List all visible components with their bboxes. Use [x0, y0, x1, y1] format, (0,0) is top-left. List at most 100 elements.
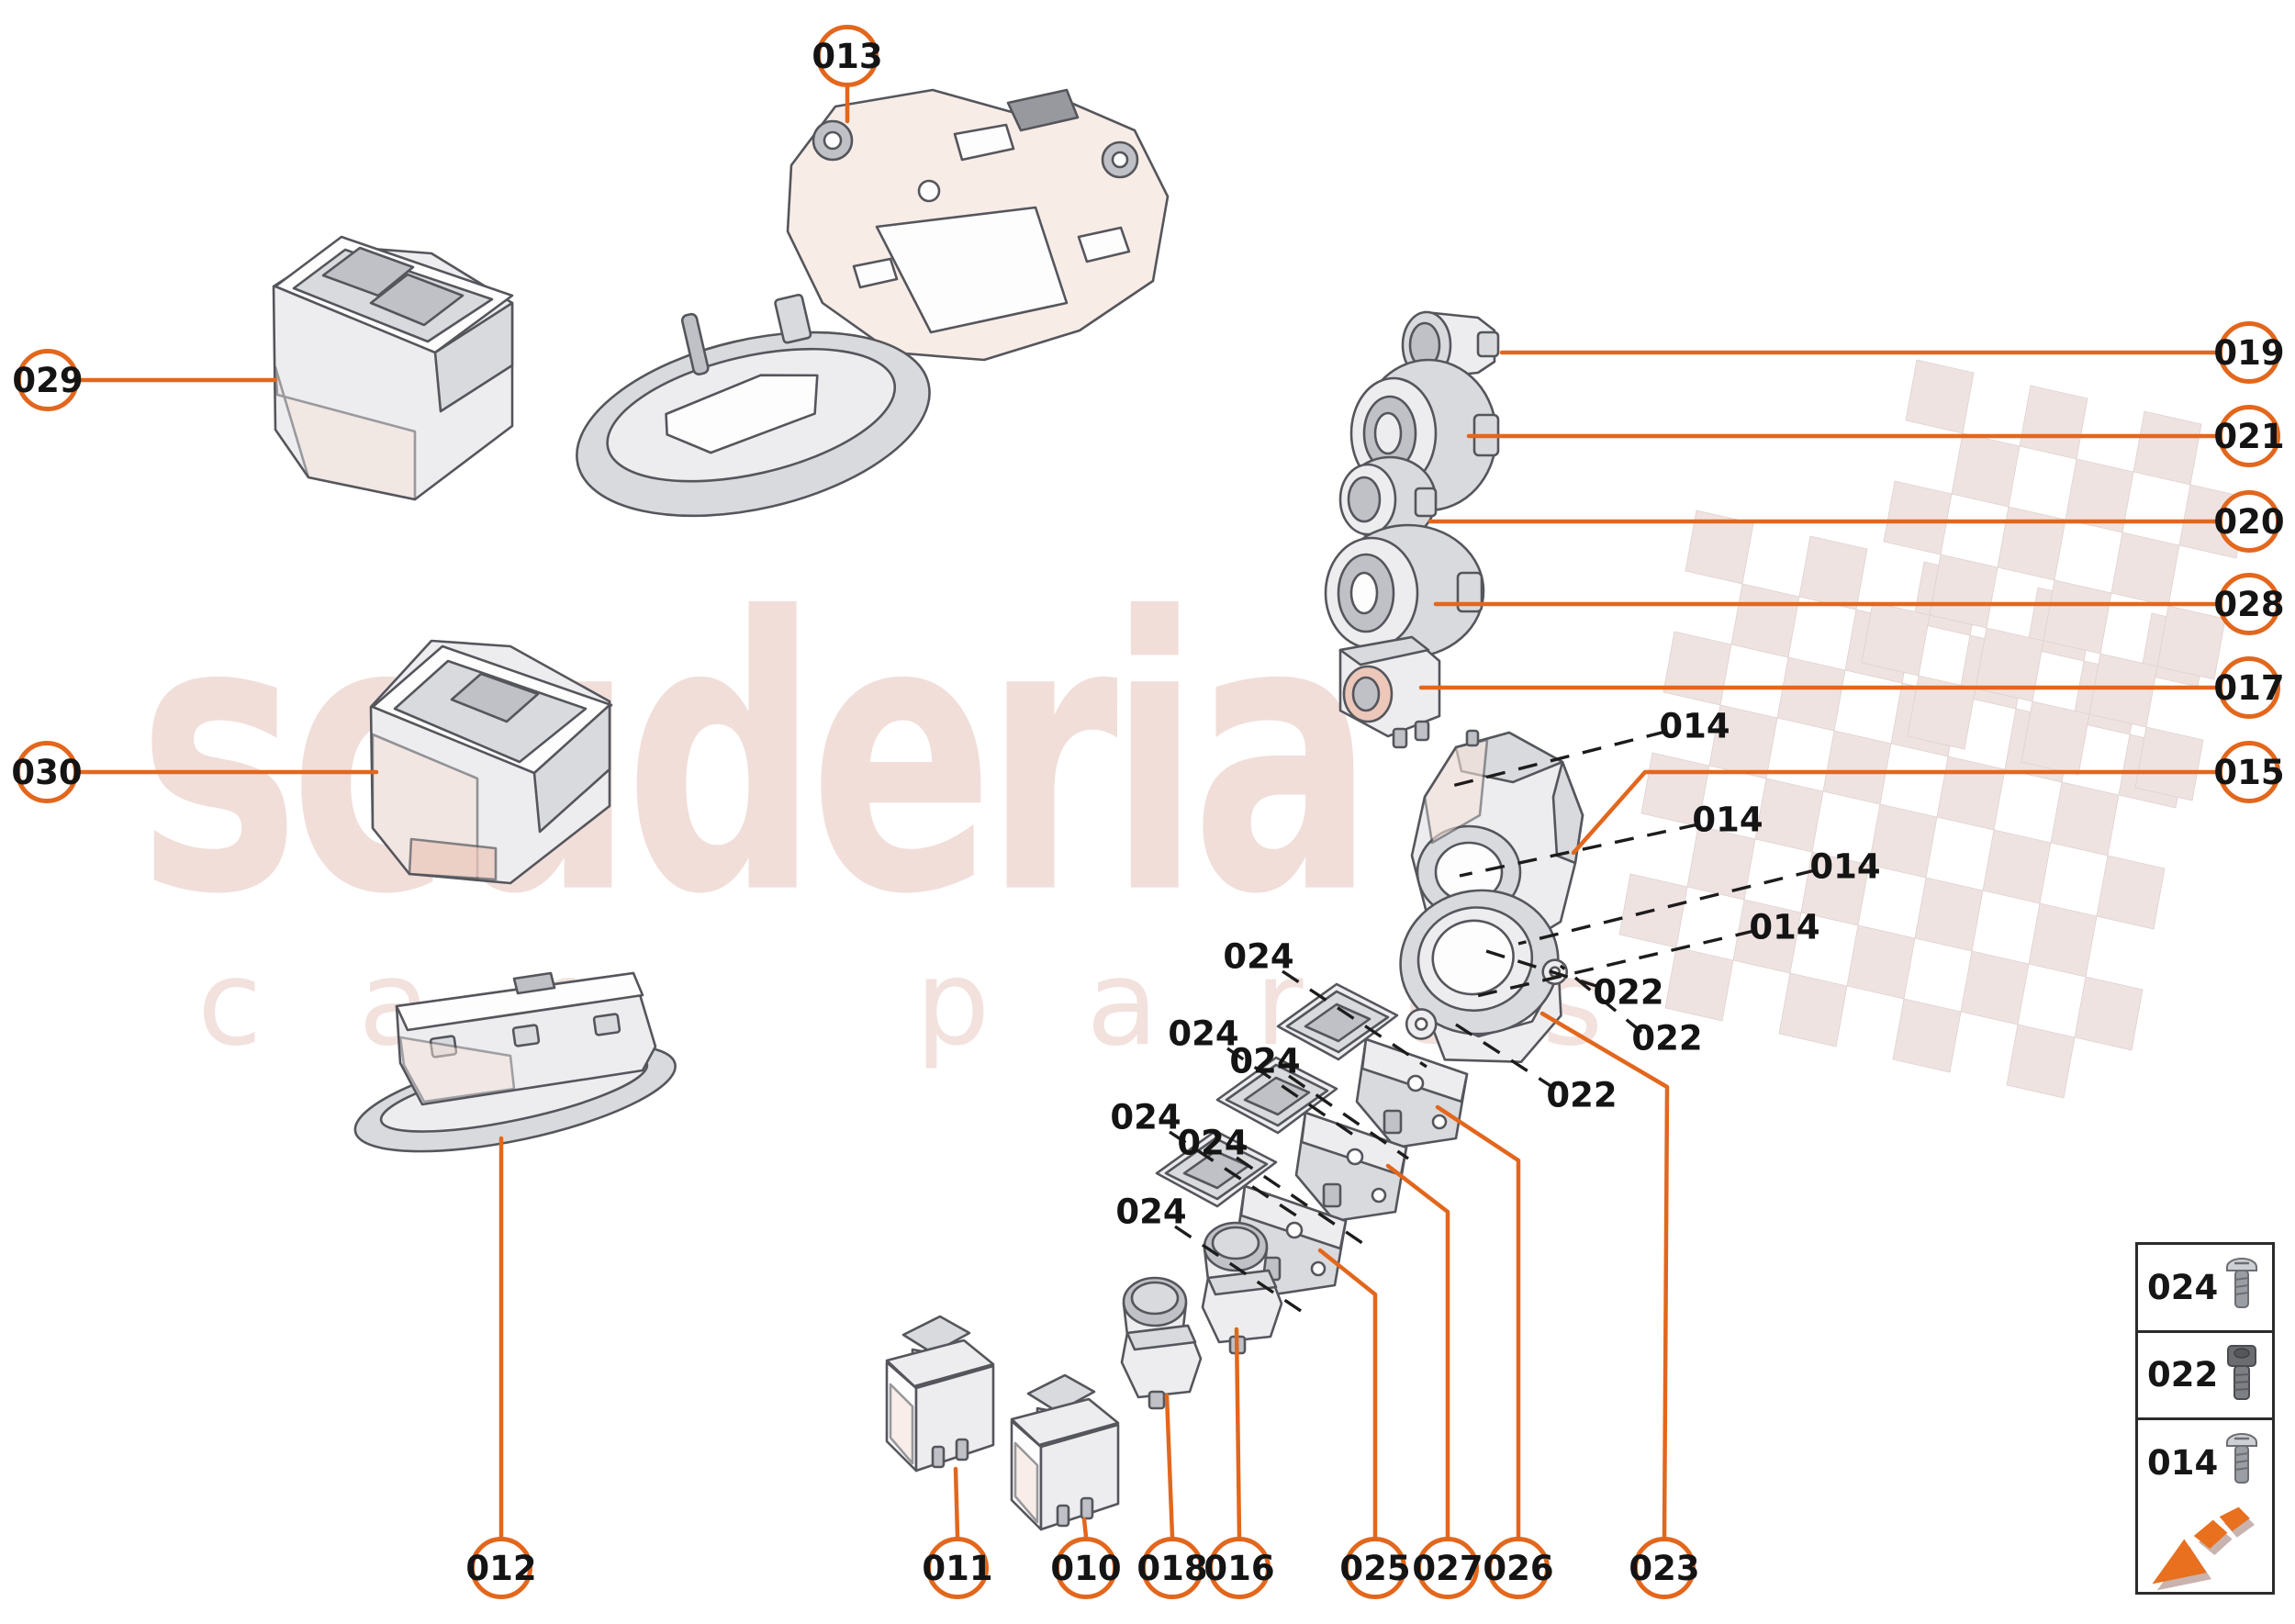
- ref-label-014: 014: [1659, 706, 1730, 746]
- callout-023[interactable]: 023: [1629, 1537, 1700, 1599]
- checker-diamond: [2074, 976, 2144, 1051]
- checker-diamond: [2028, 902, 2098, 978]
- callout-number: 029: [12, 360, 84, 400]
- ref-label-014: 014: [1692, 800, 1763, 840]
- ref-label-022: 022: [1593, 972, 1664, 1013]
- callout-016[interactable]: 016: [1203, 1537, 1275, 1599]
- checker-diamond: [1936, 756, 2006, 831]
- watermark-brand-text: scuderia: [138, 537, 1375, 977]
- callout-030[interactable]: 030: [11, 741, 83, 803]
- checker-diamond: [1754, 778, 1824, 853]
- brand-logo: [2138, 1506, 2272, 1593]
- checker-diamond: [1883, 480, 1953, 555]
- pan-screw-icon: [2226, 1433, 2257, 1484]
- ref-label-014: 014: [1809, 846, 1881, 887]
- part-013-bracket: [786, 88, 1170, 362]
- callout-019[interactable]: 019: [2213, 321, 2285, 384]
- dash-line-024: [1288, 1074, 1409, 1160]
- leader-line-027: [1385, 1163, 1450, 1540]
- leader-line-015: [1571, 769, 2221, 856]
- checker-diamond: [1892, 998, 1962, 1073]
- dash-line-014: [1451, 730, 1666, 788]
- dash-line-014: [1517, 868, 1816, 946]
- ref-label-024: 024: [1168, 1014, 1239, 1054]
- pan-screw-icon: [2226, 1258, 2257, 1309]
- callout-number: 016: [1203, 1548, 1275, 1588]
- callout-020[interactable]: 020: [2213, 490, 2285, 553]
- checker-diamond: [2021, 700, 2090, 776]
- callout-number: 023: [1629, 1548, 1700, 1588]
- dash-line-024: [1282, 969, 1427, 1069]
- callout-number: 011: [922, 1548, 993, 1588]
- callout-010[interactable]: 010: [1050, 1537, 1122, 1599]
- dash-line-024: [1236, 1156, 1363, 1245]
- checker-diamond: [1975, 627, 2044, 702]
- callout-017[interactable]: 017: [2213, 656, 2285, 719]
- part-030: [369, 639, 613, 885]
- callout-number: 028: [2213, 584, 2285, 624]
- dash-line-024: [1226, 1047, 1354, 1137]
- checker-diamond: [2088, 653, 2158, 728]
- ref-label-024: 024: [1110, 1097, 1181, 1137]
- checker-diamond: [1907, 675, 1976, 750]
- callout-026[interactable]: 026: [1483, 1537, 1554, 1599]
- legend-row-022: 022: [2138, 1333, 2272, 1420]
- scuderia-arrow-logo: [2152, 1506, 2256, 1591]
- part-029: [272, 235, 514, 501]
- dash-line-014: [1472, 929, 1755, 999]
- callout-021[interactable]: 021: [2213, 405, 2285, 467]
- callout-number: 020: [2213, 501, 2285, 542]
- part-020: [1338, 455, 1438, 543]
- callout-number: 013: [812, 36, 883, 76]
- callout-number: 012: [465, 1548, 537, 1588]
- callout-013[interactable]: 013: [812, 25, 883, 87]
- checker-diamond: [2110, 532, 2180, 607]
- ref-label-024: 024: [1223, 936, 1294, 977]
- checker-diamond: [2096, 855, 2166, 930]
- checker-diamond: [1929, 554, 1998, 629]
- checker-diamond: [1905, 359, 1975, 434]
- callout-012[interactable]: 012: [465, 1537, 537, 1599]
- dash-line-024: [1169, 1130, 1308, 1225]
- part-010-switch: [1010, 1373, 1120, 1531]
- leader-line-026: [1435, 1104, 1521, 1540]
- callout-number: 021: [2213, 416, 2285, 456]
- callout-number: 025: [1339, 1548, 1411, 1588]
- ref-label-024: 024: [1229, 1041, 1301, 1081]
- callout-018[interactable]: 018: [1136, 1537, 1208, 1599]
- checker-diamond: [2156, 605, 2226, 680]
- callout-number: 015: [2213, 752, 2285, 792]
- ref-label-022: 022: [1631, 1018, 1703, 1058]
- part-023: [1399, 889, 1569, 1064]
- ref-label-024: 024: [1115, 1192, 1187, 1232]
- callout-number: 018: [1136, 1548, 1208, 1588]
- callout-025[interactable]: 025: [1339, 1537, 1411, 1599]
- checker-diamond: [1798, 535, 1868, 610]
- callout-027[interactable]: 027: [1412, 1537, 1483, 1599]
- leader-line-025: [1317, 1248, 1378, 1540]
- callout-number: 026: [1483, 1548, 1554, 1588]
- callout-011[interactable]: 011: [922, 1537, 993, 1599]
- checker-diamond: [2133, 410, 2202, 486]
- checker-diamond: [1951, 432, 2021, 508]
- part-013-housing: [576, 294, 931, 518]
- leader-line-010: [1081, 1517, 1089, 1540]
- part-012: [353, 971, 677, 1153]
- leader-line-016: [1234, 1327, 1242, 1540]
- checker-diamond: [1960, 950, 2030, 1025]
- checker-diamond: [1997, 506, 2066, 581]
- checker-diamond: [1822, 730, 1892, 805]
- checker-diamond: [2134, 726, 2204, 801]
- part-018-button: [1120, 1276, 1203, 1410]
- callout-015[interactable]: 015: [2213, 741, 2285, 803]
- ref-label-014: 014: [1749, 907, 1820, 947]
- callout-number: 017: [2213, 667, 2285, 708]
- callout-029[interactable]: 029: [12, 349, 84, 411]
- checker-diamond: [1662, 631, 1732, 706]
- checker-diamond: [1861, 601, 1931, 677]
- callout-028[interactable]: 028: [2213, 573, 2285, 635]
- leader-line-018: [1164, 1393, 1175, 1540]
- leader-line-023: [1539, 1011, 1670, 1540]
